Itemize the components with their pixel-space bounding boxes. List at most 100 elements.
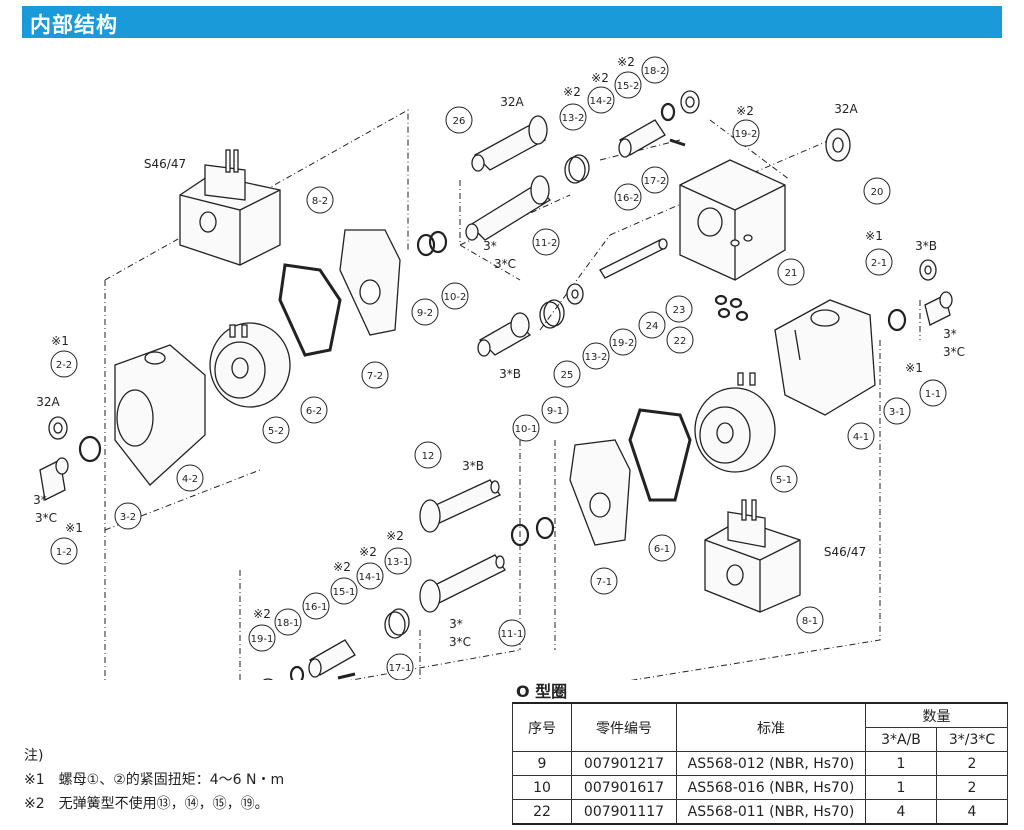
callout-19-1: 19-1 xyxy=(251,634,274,645)
nut-19-2b xyxy=(566,283,584,305)
cell-part: 007901617 xyxy=(571,775,677,800)
callout-6-2: 6-2 xyxy=(306,406,322,417)
note-2-mark: ※2 xyxy=(24,796,45,812)
coil-cover-4-2 xyxy=(114,344,206,486)
notes-title: 注) xyxy=(24,748,44,764)
coil-5-2 xyxy=(209,322,291,408)
callout-9-1: 9-1 xyxy=(547,406,563,417)
cell-qa: 1 xyxy=(865,775,937,800)
exploded-view-diagram: S46/47 S46/47 32A 32A 32A 3* 3*C 3* 3*C … xyxy=(33,55,965,680)
note-1-text: 螺母①、②的紧固扭矩：4～6 N・m xyxy=(58,772,285,788)
oring-18-2 xyxy=(660,102,676,122)
callout-22: 22 xyxy=(674,336,687,347)
note2-mark-b: ※2 xyxy=(591,71,609,85)
callout-21: 21 xyxy=(785,268,798,279)
port-25 xyxy=(477,312,532,357)
oring-22b xyxy=(729,297,743,309)
notes: 注) ※1 螺母①、②的紧固扭矩：4～6 N・m ※2 无弹簧型不使用⑬，⑭，⑮… xyxy=(24,744,284,816)
header-qty: 数量 xyxy=(865,702,1008,728)
nut-32a-left xyxy=(48,416,68,440)
cell-std: AS568-012 (NBR, Hs70) xyxy=(676,751,866,776)
section-title: 内部结构 xyxy=(30,13,118,37)
callout-3-2: 3-2 xyxy=(120,512,136,523)
label-s46-top: S46/47 xyxy=(144,157,186,171)
header-std: 标准 xyxy=(676,702,866,752)
tube-11-2 xyxy=(465,175,552,241)
port-1-1 xyxy=(924,291,953,326)
stem-24 xyxy=(599,238,668,279)
callout-26: 26 xyxy=(453,116,466,127)
callout-4-1: 4-1 xyxy=(853,432,869,443)
cell-part: 007901117 xyxy=(571,799,677,825)
callout-20: 20 xyxy=(871,187,884,198)
cell-qa: 1 xyxy=(865,751,937,776)
note2-mark-a: ※2 xyxy=(563,85,581,99)
label-3c-low: 3*C xyxy=(449,635,471,649)
tube-26 xyxy=(471,115,548,172)
callout-14-1: 14-1 xyxy=(359,572,382,583)
callout-4-2: 4-2 xyxy=(182,474,198,485)
oring-10-1 xyxy=(510,523,530,547)
table-row: 10 007901617 AS568-016 (NBR, Hs70) 1 2 xyxy=(512,775,1008,800)
pin-17-1 xyxy=(337,672,356,680)
callout-10-1: 10-1 xyxy=(515,424,538,435)
callout-18-1: 18-1 xyxy=(277,618,300,629)
callout-23: 23 xyxy=(673,305,686,316)
label-3c-right: 3*C xyxy=(943,345,965,359)
callout-7-1: 7-1 xyxy=(596,577,612,588)
cell-qc: 2 xyxy=(936,775,1008,800)
label-3b-low: 3*B xyxy=(462,459,484,473)
callout-5-2: 5-2 xyxy=(268,426,284,437)
nut-2-1 xyxy=(919,259,937,281)
label-3-left: 3* xyxy=(33,493,47,507)
note2-mark-e: ※2 xyxy=(386,529,404,543)
spring-13-2b xyxy=(539,299,565,329)
label-3b-25: 3*B xyxy=(499,367,521,381)
spring-13-1 xyxy=(384,608,410,639)
callout-2-2: 2-2 xyxy=(56,360,72,371)
cell-qc: 2 xyxy=(936,751,1008,776)
callout-18-2: 18-2 xyxy=(644,66,667,77)
port-1-2 xyxy=(39,457,69,501)
cell-no: 22 xyxy=(512,799,572,825)
callout-13-2b: 13-2 xyxy=(585,352,608,363)
cell-no: 10 xyxy=(512,775,572,800)
plunger-16-2 xyxy=(618,119,666,158)
note-2: ※2 无弹簧型不使用⑬，⑭，⑮，⑲。 xyxy=(24,792,284,816)
oring-table: 序号 零件编号 标准 数量 3*A/B 3*/3*C 9 007901217 A… xyxy=(512,702,1008,825)
note1-mark-c: ※1 xyxy=(865,229,883,243)
table-row: 9 007901217 AS568-012 (NBR, Hs70) 1 2 xyxy=(512,751,1008,776)
cell-std: AS568-016 (NBR, Hs70) xyxy=(676,775,866,800)
callout-16-1: 16-1 xyxy=(305,602,328,613)
callout-19-2b: 19-2 xyxy=(612,338,635,349)
body-21 xyxy=(679,159,786,281)
callout-11-1: 11-1 xyxy=(501,629,524,640)
coil-5-1 xyxy=(694,372,776,473)
port-20 xyxy=(825,128,851,162)
callout-7-2: 7-2 xyxy=(367,371,383,382)
washer-3-1 xyxy=(887,308,907,332)
note2-mark-d: ※2 xyxy=(736,104,754,118)
label-32a-right: 32A xyxy=(834,102,858,116)
connector-8-1 xyxy=(704,499,801,613)
callout-10-2: 10-2 xyxy=(444,292,467,303)
gasket-6-2 xyxy=(278,263,342,357)
callout-12: 12 xyxy=(422,451,435,462)
label-3c-mid: 3*C xyxy=(494,257,516,271)
callout-15-1: 15-1 xyxy=(333,587,356,598)
callout-8-2: 8-2 xyxy=(312,196,328,207)
callout-17-1: 17-1 xyxy=(389,663,412,674)
label-3b-right: 3*B xyxy=(915,239,937,253)
note1-mark-b: ※1 xyxy=(65,521,83,535)
oring-22d xyxy=(735,310,749,322)
oring-18-1 xyxy=(289,665,305,680)
callout-24: 24 xyxy=(646,321,659,332)
label-32a-mid: 32A xyxy=(500,95,524,109)
callout-3-1: 3-1 xyxy=(889,407,905,418)
section-header: 内部结构 xyxy=(22,6,1002,38)
pin-17-2 xyxy=(669,138,686,147)
header-qty-a: 3*A/B xyxy=(865,727,937,752)
cell-qc: 4 xyxy=(936,799,1008,825)
note1-mark-d: ※1 xyxy=(905,361,923,375)
callout-16-2: 16-2 xyxy=(617,193,640,204)
